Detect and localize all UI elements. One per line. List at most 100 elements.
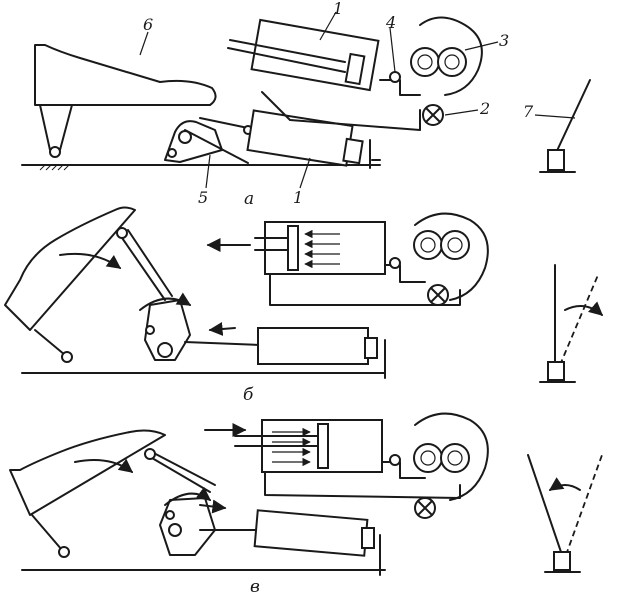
label-2: 2 — [479, 99, 490, 118]
lift-cylinder-1 — [257, 327, 369, 365]
piston-rod — [227, 47, 346, 73]
motion-arrow — [199, 499, 227, 514]
handle-base — [547, 361, 565, 381]
handle-base — [547, 149, 565, 171]
table-top-6 — [34, 44, 217, 106]
gear — [440, 443, 470, 473]
pump-housing-3 — [414, 212, 489, 301]
label-1-bottom: 1 — [293, 188, 303, 207]
pivot — [165, 510, 175, 520]
link-bar — [127, 229, 173, 297]
piston — [317, 423, 329, 469]
handle-7 — [527, 454, 563, 556]
label-3: 3 — [499, 31, 509, 50]
valve-4 — [389, 71, 401, 83]
table-top-6 — [9, 429, 166, 516]
label-4: 4 — [385, 13, 396, 32]
pivot — [168, 523, 182, 537]
pivot — [49, 146, 61, 158]
gear-hub — [447, 450, 463, 466]
pivot — [61, 351, 73, 363]
panel-c: в — [9, 412, 603, 597]
table-top-6 — [4, 206, 136, 331]
gear-hub — [420, 450, 436, 466]
link-bar — [199, 117, 249, 129]
piston-rod — [229, 39, 346, 63]
rotation-arrow — [548, 477, 581, 491]
leader — [534, 114, 576, 119]
valve-4 — [389, 454, 401, 466]
motion-arrow — [208, 322, 236, 336]
link-bar — [119, 234, 166, 301]
rotation-arrow — [74, 458, 134, 473]
gear-hub — [417, 54, 433, 70]
rotation-arrow — [139, 292, 192, 311]
subfigure-label-b: б — [243, 385, 254, 405]
gear — [410, 47, 440, 77]
pivot — [178, 130, 192, 144]
link-bar — [147, 449, 216, 486]
rotation-arrow — [59, 252, 122, 269]
leader — [444, 109, 479, 116]
valve-4 — [389, 257, 401, 269]
lever-5 — [144, 299, 191, 361]
handle-prev-position — [559, 274, 599, 366]
label-5: 5 — [198, 188, 208, 207]
ground-hatch — [39, 164, 70, 171]
label-1-top: 1 — [333, 0, 343, 18]
leader — [389, 27, 396, 73]
link-bar — [151, 457, 211, 493]
leader — [464, 41, 499, 51]
pivot — [144, 448, 156, 460]
piston-rod — [184, 341, 261, 346]
pivot — [167, 148, 177, 158]
valve-cross — [425, 107, 441, 123]
pivot — [116, 227, 128, 239]
gear-hub — [444, 54, 460, 70]
gear — [440, 230, 470, 260]
piston — [287, 225, 299, 271]
valve-cross — [430, 287, 446, 303]
piston — [344, 52, 366, 86]
gear-hub — [420, 237, 436, 253]
lift-cylinder-1 — [253, 509, 369, 557]
pump-housing-3 — [419, 16, 483, 96]
subfigure-label-a: а — [244, 189, 254, 209]
cylinder-cap — [364, 337, 378, 359]
cylinder-cap — [361, 527, 375, 549]
lever-5 — [164, 120, 223, 163]
pipe — [379, 79, 421, 96]
table-leg — [31, 514, 63, 551]
panel-b: б — [4, 206, 604, 405]
pipe — [261, 91, 421, 131]
table-leg — [34, 329, 66, 356]
pipe — [264, 471, 461, 499]
link-bar — [184, 129, 249, 164]
lift-cylinder-1 — [246, 109, 354, 167]
pipe — [384, 264, 426, 283]
leader — [205, 154, 211, 189]
subfigure-label-c: в — [250, 577, 260, 597]
rotation-arrow — [564, 301, 604, 316]
rotation-arrow — [164, 486, 212, 506]
valve-cross — [417, 500, 433, 516]
handle-base — [553, 551, 571, 571]
leader — [139, 31, 149, 56]
label-6: 6 — [143, 15, 153, 34]
table-leg — [59, 104, 73, 151]
leader — [299, 157, 311, 189]
gear — [413, 443, 443, 473]
pump-housing-3 — [414, 412, 489, 501]
label-7: 7 — [523, 102, 534, 121]
gear — [413, 230, 443, 260]
gear-hub — [447, 237, 463, 253]
pivot — [145, 325, 155, 335]
pivot — [157, 342, 173, 358]
gear — [437, 47, 467, 77]
leader — [319, 11, 337, 41]
pivot — [58, 546, 70, 558]
panel-a: 6 1 4 3 2 7 5 1 а — [21, 0, 591, 209]
power-cylinder — [264, 221, 386, 275]
